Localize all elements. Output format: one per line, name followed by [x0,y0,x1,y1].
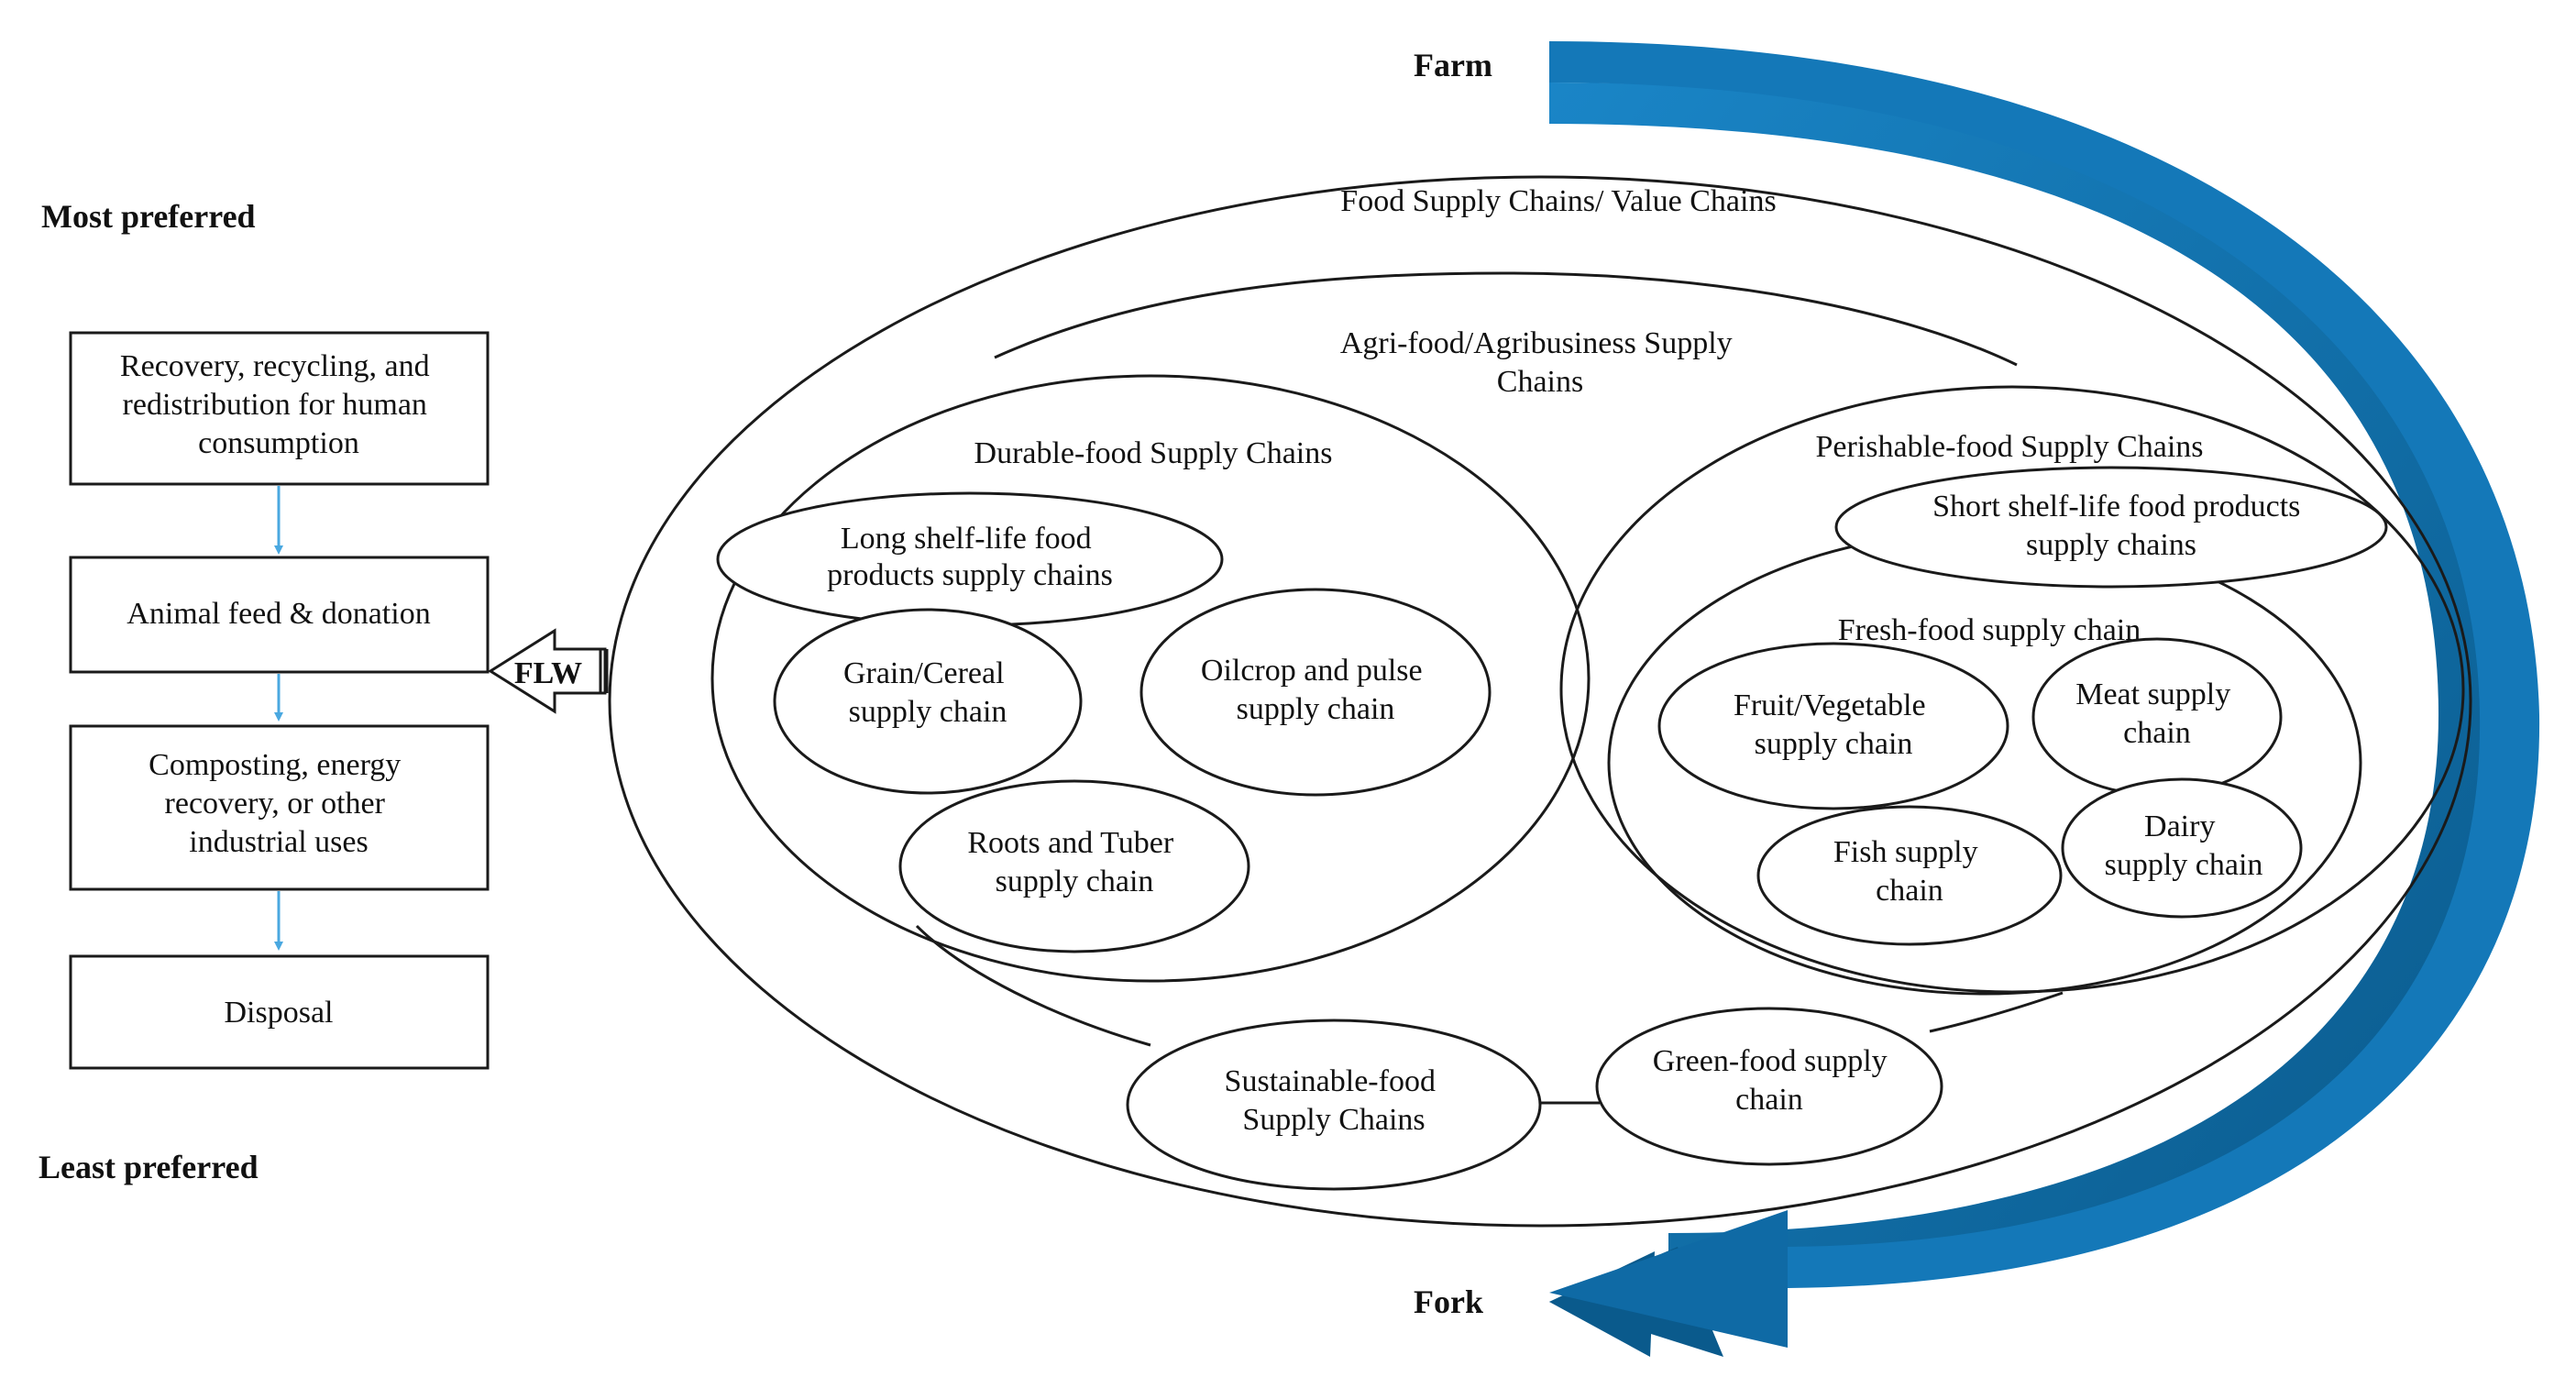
short-shelf-life-label: Short shelf-life food products supply ch… [1932,490,2308,562]
text-line: supply chain [1755,727,1913,761]
outer-label: Food Supply Chains/ Value Chains [1340,184,1776,218]
text-line: supply chain [1237,692,1395,726]
flw-label: FLW [514,656,582,690]
text-line: supply chains [2026,528,2196,562]
text-line: Fish supply [1833,835,1978,869]
flw-arrow: FLW [488,628,609,714]
fresh-food-label: Fresh-food supply chain [1838,613,2141,647]
short-shelf-life-ellipse [1834,466,2388,589]
fruit-vegetable-label: Fruit/Vegetable supply chain [1734,688,1933,761]
text-line: chain [2123,716,2191,750]
farm-to-fork-arrow [1549,41,2540,1357]
text-line: Fruit/Vegetable [1734,688,1926,722]
text-line: Sustainable-food [1225,1064,1436,1098]
sustainable-food-ellipse [1126,1019,1542,1191]
text-line: Recovery, recycling, and [120,349,430,383]
durable-food-label: Durable-food Supply Chains [974,436,1333,470]
hierarchy-box [69,724,490,891]
text-line: Agri-food/Agribusiness Supply [1340,326,1733,360]
fish-label: Fish supply chain [1833,835,1986,908]
text-line: chain [1876,874,1943,908]
text-line: recovery, or other [165,787,386,821]
text-line: industrial uses [189,825,368,859]
grain-cereal-ellipse [773,608,1083,795]
meat-label: Meat supply chain [2075,677,2239,750]
outer-food-supply-chains-ellipse [608,175,2472,1228]
sustainable-food-label: Sustainable-food Supply Chains [1225,1064,1444,1137]
grain-cereal-label: Grain/Cereal supply chain [843,656,1012,729]
text-line: chain [1735,1083,1803,1117]
agri-food-label: Agri-food/Agribusiness Supply Chains [1340,326,1740,399]
text-line: Green-food supply [1653,1044,1888,1078]
text-line: Dairy [2144,810,2215,843]
text-line: Chains [1497,365,1583,399]
text-line: redistribution for human [123,388,427,422]
perishable-food-label: Perishable-food Supply Chains [1815,430,2203,464]
text-line: Durable-food Supply Chains [974,436,1333,470]
fork-label: Fork [1414,1283,1483,1320]
fish-ellipse [1756,805,2063,946]
green-food-label: Green-food supply chain [1653,1044,1895,1117]
hierarchy-text: Composting, energy recovery, or other in… [149,748,409,859]
most-preferred-label: Most preferred [41,198,256,235]
text-line: Supply Chains [1242,1103,1425,1137]
text-line: products supply chains [827,558,1113,592]
text-line: Roots and Tuber [967,826,1173,860]
hierarchy-box [69,954,490,1070]
fruit-vegetable-ellipse [1657,642,2009,810]
hierarchy-step-composting: Composting, energy recovery, or other in… [69,724,490,891]
text-line: consumption [198,426,359,460]
long-shelf-life-label: Long shelf-life food products supply cha… [827,522,1113,592]
text-line: Short shelf-life food products [1932,490,2300,523]
hierarchy-text: Disposal [225,996,334,1030]
hierarchy-step-recovery: Recovery, recycling, and redistribution … [69,331,490,486]
text-line: Food Supply Chains/ Value Chains [1340,184,1776,218]
text-line: Grain/Cereal [843,656,1005,690]
roots-tuber-ellipse [898,779,1250,953]
text-line: supply chain [849,695,1007,729]
text-line: supply chain [996,865,1154,898]
dairy-ellipse [2061,777,2303,919]
flw-arrow-shape [488,628,607,714]
agri-food-ellipse-right [1929,991,2064,1033]
oilcrop-pulse-label: Oilcrop and pulse supply chain [1201,654,1430,726]
agri-food-ellipse [994,271,2018,367]
text-line: Perishable-food Supply Chains [1815,430,2203,464]
oilcrop-pulse-ellipse [1139,588,1492,797]
text-line: Meat supply [2075,677,2230,711]
text-line: Composting, energy [149,748,401,782]
dairy-label: Dairy supply chain [2105,810,2263,882]
farm-label: Farm [1414,47,1492,83]
hierarchy-step-animal-feed: Animal feed & donation [69,556,490,674]
supply-chain-ellipses: Food Supply Chains/ Value Chains Agri-fo… [608,175,2472,1228]
hierarchy-text: Recovery, recycling, and redistribution … [120,349,437,460]
hierarchy-box [69,556,490,674]
text-line: Fresh-food supply chain [1838,613,2141,647]
hierarchy-step-disposal: Disposal [69,954,490,1070]
least-preferred-label: Least preferred [39,1149,259,1185]
text-line: Animal feed & donation [127,597,430,631]
text-line: Long shelf-life food [841,522,1092,556]
text-line: Disposal [225,996,334,1030]
hierarchy-box [69,331,490,486]
text-line: Oilcrop and pulse [1201,654,1423,688]
text-line: supply chain [2105,848,2263,882]
hierarchy-text: Animal feed & donation [127,597,430,631]
green-food-ellipse [1595,1007,1943,1166]
arrow-head-main [1549,1210,1788,1348]
roots-tuber-label: Roots and Tuber supply chain [967,826,1181,898]
durable-food-ellipse [710,374,1591,983]
